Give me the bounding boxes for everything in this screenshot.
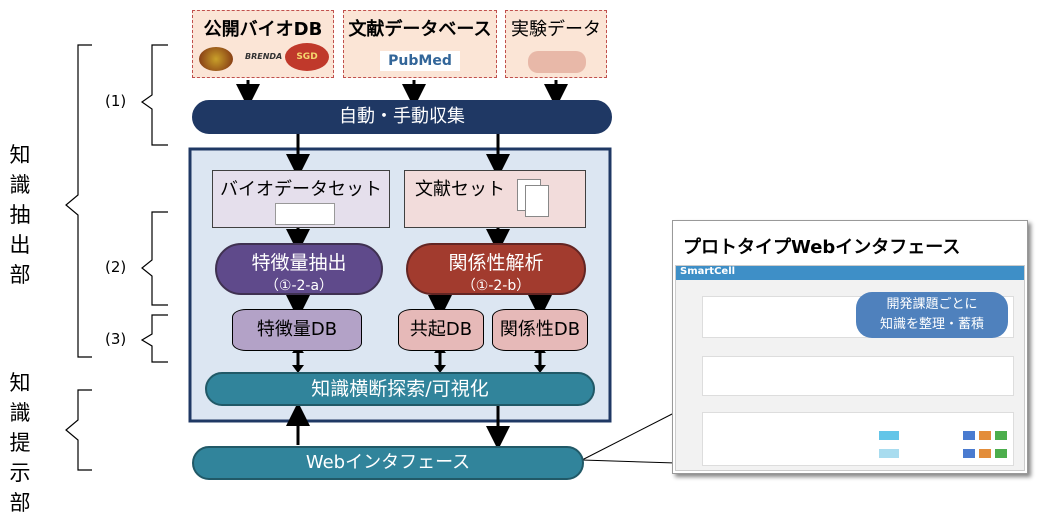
process-subtitle: （①-2-a） xyxy=(264,278,334,294)
relation-db: 関係性DB xyxy=(492,309,588,351)
source-experiment-data: 実験データ xyxy=(505,10,607,78)
mock-button xyxy=(963,449,975,458)
pubmed-logo: PubMed xyxy=(380,51,460,71)
step2-brace xyxy=(141,211,168,306)
process-title: 関係性解析 xyxy=(448,252,544,274)
source-public-bio-db: 公開バイオDB BRENDA SGD xyxy=(192,10,334,78)
prototype-panel: プロトタイプWebインタフェース SmartCell 開発課題ごとに 知識を整理… xyxy=(672,220,1028,474)
literature-set-label: 文献セット xyxy=(415,179,505,200)
bio-dataset-label: バイオデータセット xyxy=(220,179,382,200)
mock-button xyxy=(979,449,991,458)
step3-label: (3) xyxy=(105,330,127,348)
sgd-logo: SGD xyxy=(285,43,329,71)
source-literature-db: 文献データベース PubMed xyxy=(343,10,497,78)
mock-table xyxy=(702,412,1014,466)
source-title: 文献データベース xyxy=(348,19,492,40)
hand-pipette-icon xyxy=(528,51,586,73)
extract-section-label: 知識抽出部 xyxy=(9,143,31,287)
mock-button xyxy=(995,431,1007,440)
step1-label: (1) xyxy=(105,92,127,110)
mock-table xyxy=(702,356,1014,396)
mock-button xyxy=(879,449,899,458)
callout-bubble: 開発課題ごとに 知識を整理・蓄積 xyxy=(856,292,1008,338)
process-title: 特徴量抽出 xyxy=(251,252,347,274)
step2-label: (2) xyxy=(105,258,127,276)
present-brace xyxy=(65,389,92,471)
extract-brace xyxy=(65,44,92,358)
explore-visualize-bar: 知識横断探索/可視化 xyxy=(205,372,595,406)
literature-set-box: 文献セット xyxy=(404,170,586,228)
mock-button xyxy=(963,431,975,440)
present-section-label: 知識提示部 xyxy=(9,371,31,515)
feature-db: 特徴量DB xyxy=(232,309,362,351)
process-subtitle: （①-2-b） xyxy=(461,278,531,294)
feature-extraction-process: 特徴量抽出 （①-2-a） xyxy=(215,243,383,295)
kegg-logo-icon xyxy=(199,47,233,71)
source-title: 公開バイオDB xyxy=(203,19,323,40)
collect-bar: 自動・手動収集 xyxy=(192,100,612,134)
app-header: SmartCell xyxy=(676,266,1024,280)
web-interface-bar: Webインタフェース xyxy=(192,446,584,480)
relation-analysis-process: 関係性解析 （①-2-b） xyxy=(406,243,586,295)
mock-button xyxy=(979,431,991,440)
mock-button xyxy=(879,431,899,440)
prototype-title: プロトタイプWebインタフェース xyxy=(683,237,961,258)
mock-button xyxy=(995,449,1007,458)
screenshot-mock: SmartCell 開発課題ごとに 知識を整理・蓄積 xyxy=(675,265,1025,471)
document-icon xyxy=(525,185,549,217)
source-title: 実験データ xyxy=(511,19,601,40)
dataset-thumbnail xyxy=(275,203,335,225)
step3-brace xyxy=(140,314,168,363)
cooccurrence-db: 共起DB xyxy=(398,309,484,351)
bio-dataset-box: バイオデータセット xyxy=(212,170,390,228)
brenda-logo: BRENDA xyxy=(245,52,283,61)
step1-brace xyxy=(140,44,168,146)
